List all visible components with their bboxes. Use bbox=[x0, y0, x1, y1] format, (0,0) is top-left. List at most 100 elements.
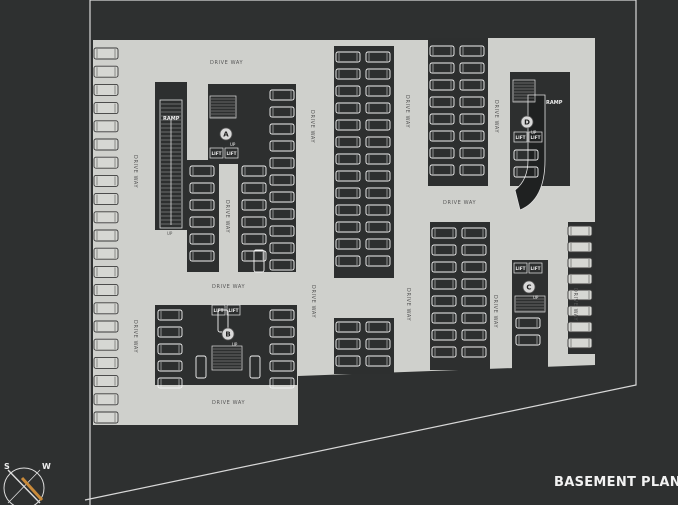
parking-stall bbox=[513, 166, 539, 178]
drive-way-inner: DRIVE WAY bbox=[224, 200, 230, 233]
parking-stall bbox=[93, 375, 119, 388]
parking-stall bbox=[567, 225, 593, 237]
ramp-label-right: RAMP bbox=[546, 100, 563, 106]
lift-label: LIFT bbox=[212, 151, 222, 156]
parking-stall bbox=[335, 51, 361, 63]
parking-stall bbox=[93, 65, 119, 78]
parking-stall bbox=[431, 244, 457, 256]
parking-stall bbox=[567, 321, 593, 333]
parking-stall bbox=[429, 79, 455, 91]
parking-stall bbox=[461, 312, 487, 324]
parking-stall bbox=[429, 96, 455, 108]
parking-stall bbox=[241, 233, 267, 245]
parking-stall bbox=[189, 199, 215, 211]
drive-way-east-lower: DRIVE WAY bbox=[405, 288, 411, 321]
compass-s: S bbox=[4, 462, 10, 471]
parking-stall bbox=[459, 96, 485, 108]
parking-stall bbox=[269, 191, 295, 203]
parking-stall bbox=[157, 326, 183, 338]
parking-stall bbox=[461, 227, 487, 239]
site-boundary bbox=[84, 0, 637, 505]
parking-stall bbox=[431, 295, 457, 307]
parking-stall bbox=[431, 329, 457, 341]
parking-stall bbox=[461, 261, 487, 273]
block-d-left bbox=[428, 38, 488, 186]
parking-stall bbox=[241, 199, 267, 211]
core-marker bbox=[520, 115, 534, 129]
parking-stall bbox=[93, 356, 119, 369]
parking-stall bbox=[93, 120, 119, 133]
parking-stall bbox=[93, 156, 119, 169]
parking-stall bbox=[93, 211, 119, 224]
parking-stall bbox=[365, 136, 391, 148]
parking-stall bbox=[567, 289, 593, 301]
block-a-right bbox=[238, 84, 296, 272]
parking-stall bbox=[93, 138, 119, 151]
page-title: BASEMENT PLAN bbox=[554, 475, 678, 490]
parking-stall bbox=[461, 329, 487, 341]
parking-stall bbox=[335, 238, 361, 250]
drive-way-middle: DRIVE WAY bbox=[212, 284, 245, 290]
parking-stall bbox=[241, 165, 267, 177]
parking-stall bbox=[335, 321, 361, 333]
core-label: C bbox=[526, 284, 531, 292]
drive-way-east-upper: DRIVE WAY bbox=[404, 95, 410, 128]
lift-label: LIFT bbox=[214, 308, 224, 313]
parking-stall bbox=[335, 119, 361, 131]
parking-stall bbox=[269, 123, 295, 135]
parking-stall bbox=[335, 85, 361, 97]
parking-stall bbox=[269, 89, 295, 101]
parking-stall bbox=[189, 165, 215, 177]
parking-stall bbox=[269, 360, 295, 372]
lift-label: LIFT bbox=[516, 135, 526, 140]
up-label: UP bbox=[533, 295, 539, 300]
parking-stall bbox=[269, 259, 295, 271]
parking-stall bbox=[269, 225, 295, 237]
parking-stall bbox=[365, 255, 391, 267]
parking-stall bbox=[459, 130, 485, 142]
parking-stall bbox=[365, 153, 391, 165]
parking-stall bbox=[567, 257, 593, 269]
parking-stall bbox=[459, 147, 485, 159]
core-marker bbox=[221, 327, 235, 341]
lift-label: LIFT bbox=[516, 266, 526, 271]
parking-stall bbox=[365, 187, 391, 199]
parking-stall bbox=[335, 338, 361, 350]
parking-stall bbox=[93, 247, 119, 260]
up-label: UP bbox=[230, 142, 236, 147]
parking-stall bbox=[365, 321, 391, 333]
parking-stall bbox=[431, 278, 457, 290]
compass-icon: S W bbox=[3, 462, 51, 505]
parking-stall bbox=[241, 216, 267, 228]
drive-way-labels: DRIVE WAY DRIVE WAY DRIVE WAY DRIVE WAY … bbox=[132, 60, 578, 406]
parking-stall bbox=[429, 62, 455, 74]
ramp-up-label: UP bbox=[167, 231, 173, 236]
lift-label: LIFT bbox=[229, 308, 239, 313]
parking-stall bbox=[335, 68, 361, 80]
parking-stall bbox=[269, 157, 295, 169]
parking-stall bbox=[335, 204, 361, 216]
parking-stall bbox=[365, 238, 391, 250]
parking-stall bbox=[365, 355, 391, 367]
parking-stall bbox=[431, 312, 457, 324]
parking-stall bbox=[269, 343, 295, 355]
parking-stall bbox=[365, 85, 391, 97]
parking-stall bbox=[93, 393, 119, 406]
parking-stall bbox=[335, 136, 361, 148]
parking-stall bbox=[459, 62, 485, 74]
parking-stall bbox=[431, 227, 457, 239]
parking-stall bbox=[335, 255, 361, 267]
parking-stall bbox=[335, 187, 361, 199]
parking-stall bbox=[269, 242, 295, 254]
parking-stall bbox=[429, 45, 455, 57]
parking-stall bbox=[93, 320, 119, 333]
parking-stall bbox=[335, 355, 361, 367]
drive-way-d: DRIVE WAY bbox=[493, 100, 499, 133]
parking-stall bbox=[93, 229, 119, 242]
parking-stall bbox=[269, 140, 295, 152]
parking-stall bbox=[93, 102, 119, 115]
parking-stall bbox=[459, 45, 485, 57]
parking-stall bbox=[93, 47, 119, 60]
parking-stall bbox=[93, 338, 119, 351]
parking-stall bbox=[93, 302, 119, 315]
